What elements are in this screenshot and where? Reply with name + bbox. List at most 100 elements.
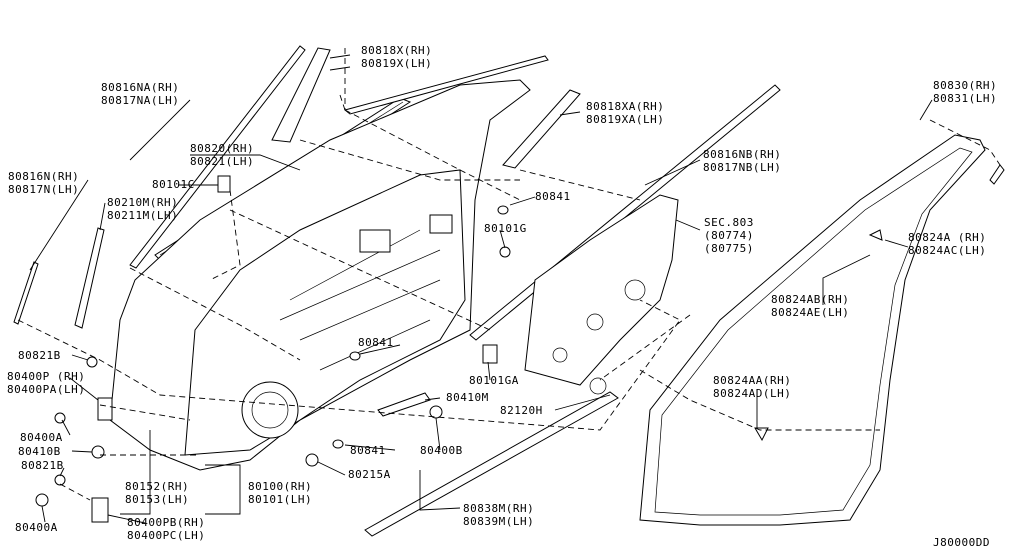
bolt-80821b-upper [86, 356, 98, 368]
label-sec803-80774: (80774) [704, 229, 754, 242]
bolt-80821b-lower [54, 474, 66, 486]
screen-hole-1 [624, 279, 646, 301]
clip-80101g [499, 246, 511, 258]
strip-80816n [13, 261, 39, 325]
bolt-80215a [305, 453, 319, 467]
label-80410m: 80410M [446, 391, 489, 404]
label-80841-top: 80841 [535, 190, 571, 203]
label-80824ae: 80824AE(LH) [771, 306, 849, 319]
screen-hole-2 [586, 313, 604, 331]
label-80817na: 80817NA(LH) [101, 94, 179, 107]
sealing-screen [524, 194, 679, 386]
speaker-hole-inner [251, 391, 289, 429]
label-sec803: SEC.803 [704, 216, 754, 229]
bolt-80400a-lower [35, 493, 49, 507]
dash-3 [129, 267, 301, 361]
label-80830: 80830(RH) [933, 79, 997, 92]
upper-rod [343, 55, 549, 115]
label-80400p: 80400P (RH) [7, 370, 85, 383]
label-80215a: 80215A [348, 468, 391, 481]
label-82120h: 82120H [500, 404, 543, 417]
label-80818x: 80818X(RH) [361, 44, 432, 57]
bolt-80400a-upper [54, 412, 66, 424]
label-80210m: 80210M(RH) [107, 196, 178, 209]
label-80824a: 80824A (RH) [908, 231, 986, 244]
label-80819xa: 80819XA(LH) [586, 113, 664, 126]
label-80841-mid: 80841 [358, 336, 394, 349]
clip-80101ga [482, 344, 498, 364]
label-80400a-upper: 80400A [20, 431, 63, 444]
clip-80101c [217, 175, 231, 193]
dash-12 [59, 483, 91, 501]
clip-80824ab [868, 229, 883, 241]
label-80101ga: 80101GA [469, 374, 519, 387]
sash-molding-80818x [271, 47, 331, 143]
dash-5 [229, 209, 491, 331]
label-80152: 80152(RH) [125, 480, 189, 493]
labels: 80818X(RH) 80819X(LH) 80816NA(RH) 80817N… [7, 44, 997, 549]
leader-lines [29, 54, 933, 524]
label-80824ab: 80824AB(RH) [771, 293, 849, 306]
clip-80824aa [754, 427, 769, 442]
label-80824ad: 80824AD(LH) [713, 387, 791, 400]
sash-molding-80818xa [502, 89, 581, 169]
label-80400pc: 80400PC(LH) [127, 529, 205, 542]
dash-6 [299, 139, 520, 181]
label-80821b-upper: 80821B [18, 349, 61, 362]
label-80101c: 80101C [152, 178, 195, 191]
label-80410b: 80410B [18, 445, 61, 458]
dash-9 [929, 119, 1001, 166]
label-80101g: 80101G [484, 222, 527, 235]
diagram-id: J80000DD [933, 536, 990, 549]
label-80400pb: 80400PB(RH) [127, 516, 205, 529]
label-80821b-lower: 80821B [21, 459, 64, 472]
label-80831: 80831(LH) [933, 92, 997, 105]
label-80400b: 80400B [420, 444, 463, 457]
dash-8 [599, 314, 691, 381]
hinge-upper [97, 397, 113, 421]
regulator-motor [359, 229, 391, 253]
bolt-80410b [91, 445, 105, 459]
label-80211m: 80211M(LH) [107, 209, 178, 222]
screen-hole-4 [589, 377, 607, 395]
weatherstrip-80830 [639, 134, 986, 526]
outer-strip-80816na [129, 45, 306, 269]
weatherstrip-inner [654, 147, 973, 516]
label-80816nb: 80816NB(RH) [703, 148, 781, 161]
regulator-bracket [429, 214, 453, 234]
clip-80824a [989, 164, 1005, 185]
label-80818xa: 80818XA(RH) [586, 100, 664, 113]
plug-80841-top [497, 205, 509, 215]
label-80824aa: 80824AA(RH) [713, 374, 791, 387]
label-80820: 80820(RH) [190, 142, 254, 155]
dash-4 [209, 189, 241, 281]
label-80816n: 80816N(RH) [8, 170, 79, 183]
label-80100: 80100(RH) [248, 480, 312, 493]
arm-80210m [74, 227, 105, 329]
label-80819x: 80819X(LH) [361, 57, 432, 70]
label-80841-low: 80841 [350, 444, 386, 457]
label-80821: 80821(LH) [190, 155, 254, 168]
plug-80841-mid [349, 351, 361, 361]
dash-1 [339, 94, 521, 201]
label-sec803-80775: (80775) [704, 242, 754, 255]
label-80838m: 80838M(RH) [463, 502, 534, 515]
dash-2 [17, 299, 681, 431]
label-80400a-lower: 80400A [15, 521, 58, 534]
label-80101: 80101(LH) [248, 493, 312, 506]
screen-hole-3 [552, 347, 568, 363]
label-80816na: 80816NA(RH) [101, 81, 179, 94]
regulator-rails [279, 229, 441, 371]
dash-10 [639, 369, 880, 431]
hinge-lower [91, 497, 109, 523]
label-80839m: 80839M(LH) [463, 515, 534, 528]
door-check-80410m [377, 392, 431, 417]
label-80817nb: 80817NB(LH) [703, 161, 781, 174]
dash-7 [519, 169, 641, 201]
label-80153: 80153(LH) [125, 493, 189, 506]
label-80400pa: 80400PA(LH) [7, 383, 85, 396]
label-80817n: 80817N(LH) [8, 183, 79, 196]
speaker-hole [241, 381, 299, 439]
